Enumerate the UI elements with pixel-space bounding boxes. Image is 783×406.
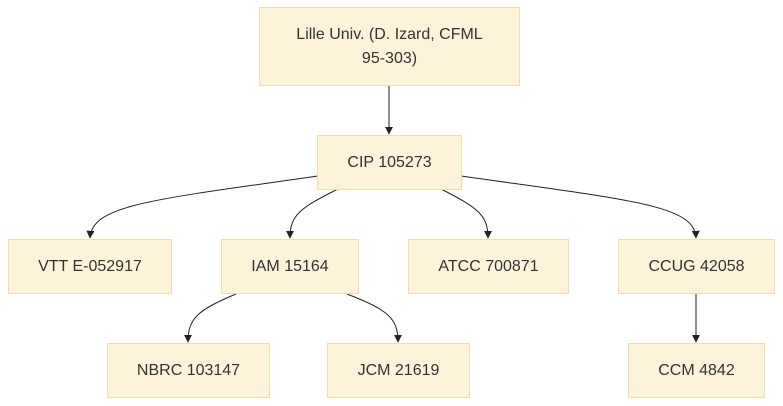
- edge-cip-atcc: [440, 188, 492, 239]
- node-label: CCUG 42058: [648, 257, 745, 275]
- node-label: NBRC 103147: [136, 361, 241, 379]
- node-iam: IAM 15164: [221, 239, 359, 294]
- edge-cip-ccug: [460, 175, 700, 239]
- node-nbrc: NBRC 103147: [107, 343, 270, 398]
- edge-iam-jcm: [346, 293, 402, 343]
- node-cip: CIP 105273: [317, 135, 462, 190]
- node-label: IAM 15164: [251, 257, 329, 275]
- node-label: CIP 105273: [347, 153, 432, 171]
- node-ccug: CCUG 42058: [618, 239, 775, 294]
- edge-cip-iam: [286, 188, 339, 239]
- node-label: CCM 4842: [658, 361, 735, 379]
- node-atcc: ATCC 700871: [408, 239, 569, 294]
- edge-iam-nbrc: [184, 293, 237, 343]
- node-lille-univ: Lille Univ. (D. Izard, CFML 95-303): [259, 7, 520, 86]
- node-vtt: VTT E-052917: [8, 239, 172, 294]
- node-label: Lille Univ. (D. Izard, CFML 95-303): [296, 25, 483, 67]
- node-label: ATCC 700871: [438, 257, 539, 275]
- node-ccm: CCM 4842: [628, 343, 765, 398]
- node-label: VTT E-052917: [38, 257, 142, 275]
- node-jcm: JCM 21619: [327, 343, 470, 398]
- edge-cip-vtt: [86, 175, 319, 239]
- node-label: JCM 21619: [357, 361, 440, 379]
